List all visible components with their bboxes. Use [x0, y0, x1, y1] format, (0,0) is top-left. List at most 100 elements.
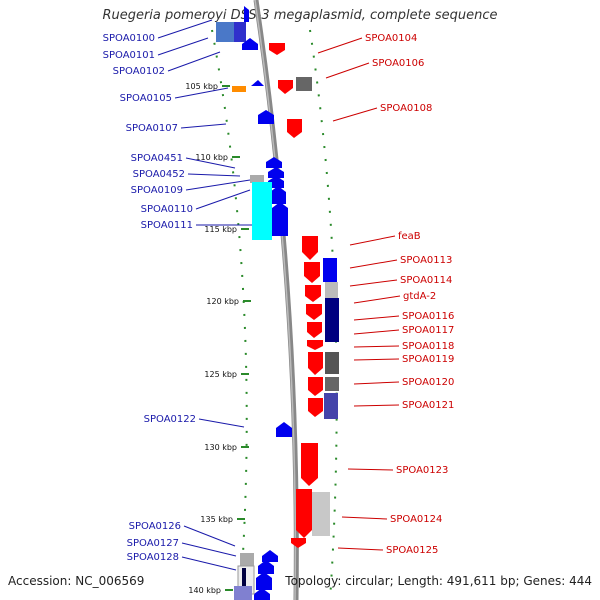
gene-label: SPOA0452 — [133, 169, 185, 180]
gene-feature — [307, 322, 322, 338]
gene-feature — [216, 22, 236, 42]
gene-feature — [276, 422, 292, 437]
topology-text: Topology: circular; Length: 491,611 bp; … — [285, 574, 592, 588]
label-leader-line — [198, 418, 245, 428]
gene-feature — [242, 38, 258, 50]
gene-feature — [325, 298, 339, 342]
gene-feature — [325, 352, 339, 374]
gene-label: SPOA0124 — [390, 514, 442, 525]
gene-label: SPOA0106 — [372, 58, 424, 69]
gene-feature — [234, 22, 246, 42]
scale-tick-label: 135 kbp — [200, 515, 233, 524]
gene-feature — [296, 77, 312, 91]
gene-feature — [254, 588, 270, 600]
scale-tick-label: 140 kbp — [188, 586, 221, 595]
label-leader-line — [185, 157, 236, 169]
gene-feature — [252, 182, 272, 240]
gene-feature — [251, 80, 264, 86]
label-leader-line — [353, 315, 400, 321]
label-leader-line — [353, 329, 400, 335]
scale-tick-label: 125 kbp — [204, 370, 237, 379]
gene-feature — [250, 175, 264, 183]
scale-tick-label: 110 kbp — [195, 153, 228, 162]
scale-tick-mark — [241, 446, 249, 448]
gene-label: SPOA0101 — [103, 50, 155, 61]
gene-label: SPOA0107 — [126, 123, 178, 134]
gene-label: SPOA0119 — [402, 354, 454, 365]
gene-feature — [312, 492, 330, 536]
label-leader-line — [195, 189, 251, 210]
label-leader-line — [353, 358, 400, 361]
gene-label: SPOA0111 — [141, 220, 193, 231]
gene-feature — [242, 568, 246, 588]
gene-feature — [325, 377, 339, 391]
gene-feature — [302, 236, 318, 260]
gene-feature — [270, 186, 286, 204]
gene-feature — [308, 398, 323, 417]
gene-label: SPOA0121 — [402, 400, 454, 411]
gene-feature — [234, 586, 252, 600]
label-leader-line — [157, 37, 209, 56]
gene-label: SPOA0127 — [127, 538, 179, 549]
gene-feature — [266, 157, 282, 168]
gene-label: SPOA0120 — [402, 377, 454, 388]
gene-label: feaB — [398, 231, 421, 242]
gene-feature — [308, 352, 323, 375]
scale-tick-mark — [241, 228, 249, 230]
label-leader-line — [349, 235, 396, 246]
gene-label: SPOA0100 — [103, 33, 155, 44]
label-leader-line — [185, 179, 251, 191]
gene-label: SPOA0108 — [380, 103, 432, 114]
scale-tick-label: 120 kbp — [206, 297, 239, 306]
gene-feature — [291, 538, 306, 548]
gene-feature — [301, 443, 318, 486]
map-title: Ruegeria pomeroyi DSS-3 megaplasmid, com… — [102, 8, 498, 23]
label-leader-line — [353, 404, 400, 407]
gene-feature — [262, 550, 278, 562]
gene-feature — [240, 553, 254, 567]
label-leader-line — [183, 525, 236, 547]
gene-feature — [269, 43, 285, 55]
gene-label: SPOA0128 — [127, 552, 179, 563]
label-leader-line — [341, 516, 388, 520]
label-leader-line — [187, 173, 241, 177]
gene-feature — [296, 489, 312, 538]
label-leader-line — [353, 345, 400, 348]
scale-tick-mark — [222, 85, 230, 87]
gene-label: SPOA0451 — [131, 153, 183, 164]
gene-feature — [287, 119, 302, 138]
gene-feature — [244, 6, 249, 22]
gene-label: SPOA0118 — [402, 341, 454, 352]
gene-label: SPOA0109 — [131, 185, 183, 196]
gene-label: SPOA0114 — [400, 275, 452, 286]
gene-feature — [324, 393, 338, 419]
gene-label: SPOA0110 — [141, 204, 193, 215]
accession-text: Accession: NC_006569 — [8, 574, 145, 588]
gene-feature — [305, 285, 321, 302]
label-leader-line — [325, 62, 370, 79]
gene-feature — [268, 167, 284, 178]
gene-feature — [304, 262, 320, 283]
label-leader-line — [317, 37, 363, 54]
label-leader-line — [353, 381, 400, 385]
gene-label: SPOA0125 — [386, 545, 438, 556]
label-leader-line — [349, 259, 398, 269]
reverse-strand-genes — [216, 6, 292, 600]
gene-feature — [232, 86, 246, 92]
gene-feature — [308, 377, 323, 396]
scale-tick-label: 115 kbp — [204, 225, 237, 234]
label-leader-line — [353, 295, 401, 304]
scale-tick-mark — [232, 156, 240, 158]
gene-label: SPOA0104 — [365, 33, 417, 44]
gene-feature — [325, 282, 338, 298]
gene-feature — [323, 258, 337, 282]
label-leader-line — [180, 123, 227, 129]
label-leader-line — [332, 107, 378, 122]
gene-feature — [258, 110, 274, 124]
label-leader-line — [157, 19, 213, 39]
gene-label: SPOA0117 — [402, 325, 454, 336]
label-leader-line — [347, 468, 394, 471]
scale-tick-label: 105 kbp — [185, 82, 218, 91]
scale-tick-mark — [241, 373, 249, 375]
